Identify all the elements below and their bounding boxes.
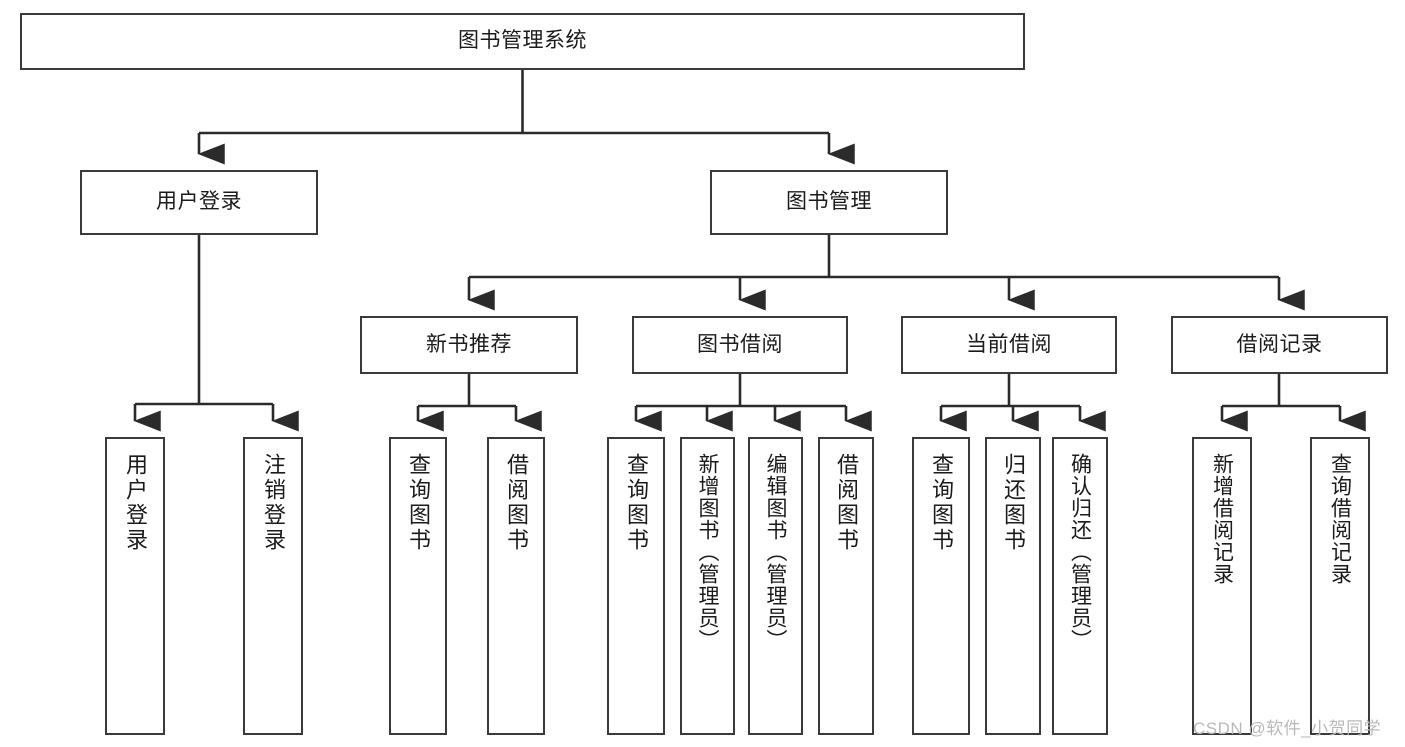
node-leaf-return-book[interactable]: 归还图书 [985,437,1041,735]
node-label: 借阅图书 [504,453,529,553]
node-current-borrow[interactable]: 当前借阅 [901,316,1117,374]
node-leaf-confirm-return-admin[interactable]: 确认归还（管理员） [1052,437,1108,735]
node-label: 确认归还（管理员） [1068,453,1092,651]
node-label: 新增图书（管理员） [696,453,719,651]
csdn-watermark: CSDN @软件_小贺同学 [1193,719,1382,738]
node-label: 图书管理 [786,190,872,214]
node-label: 图书管理系统 [458,29,587,53]
node-book-management[interactable]: 图书管理 [710,170,948,235]
node-label: 归还图书 [1001,453,1026,553]
node-label: 查询借阅记录 [1328,453,1352,585]
node-leaf-query-book-borrow[interactable]: 查询图书 [607,437,665,735]
node-leaf-query-book-recommend[interactable]: 查询图书 [389,437,447,735]
node-label: 当前借阅 [966,332,1052,356]
node-user-login[interactable]: 用户登录 [80,170,318,235]
node-root-system[interactable]: 图书管理系统 [20,13,1025,70]
node-leaf-add-book-admin[interactable]: 新增图书（管理员） [680,437,735,735]
node-label: 新增借阅记录 [1210,453,1234,585]
node-leaf-borrow-book-recommend[interactable]: 借阅图书 [487,437,545,735]
node-leaf-logout[interactable]: 注销登录 [243,437,303,735]
node-label: 借阅记录 [1236,332,1323,356]
node-leaf-borrow-book-borrow[interactable]: 借阅图书 [818,437,874,735]
node-label: 查询图书 [929,453,954,553]
node-leaf-query-borrow-record[interactable]: 查询借阅记录 [1310,437,1370,735]
node-label: 注销登录 [261,453,286,553]
node-label: 查询图书 [624,453,649,553]
node-label: 编辑图书（管理员） [764,453,787,651]
node-leaf-query-book-current[interactable]: 查询图书 [912,437,970,735]
node-borrow-record[interactable]: 借阅记录 [1171,316,1388,374]
node-leaf-user-login[interactable]: 用户登录 [105,437,165,735]
node-book-borrow[interactable]: 图书借阅 [632,316,848,374]
node-leaf-add-borrow-record[interactable]: 新增借阅记录 [1192,437,1252,735]
node-label: 查询图书 [406,453,431,553]
node-label: 用户登录 [156,190,242,214]
node-label: 新书推荐 [426,332,512,356]
node-label: 图书借阅 [697,332,783,356]
node-label: 借阅图书 [834,453,859,553]
node-leaf-edit-book-admin[interactable]: 编辑图书（管理员） [748,437,803,735]
node-label: 用户登录 [123,453,148,553]
node-new-book-recommend[interactable]: 新书推荐 [360,316,578,374]
